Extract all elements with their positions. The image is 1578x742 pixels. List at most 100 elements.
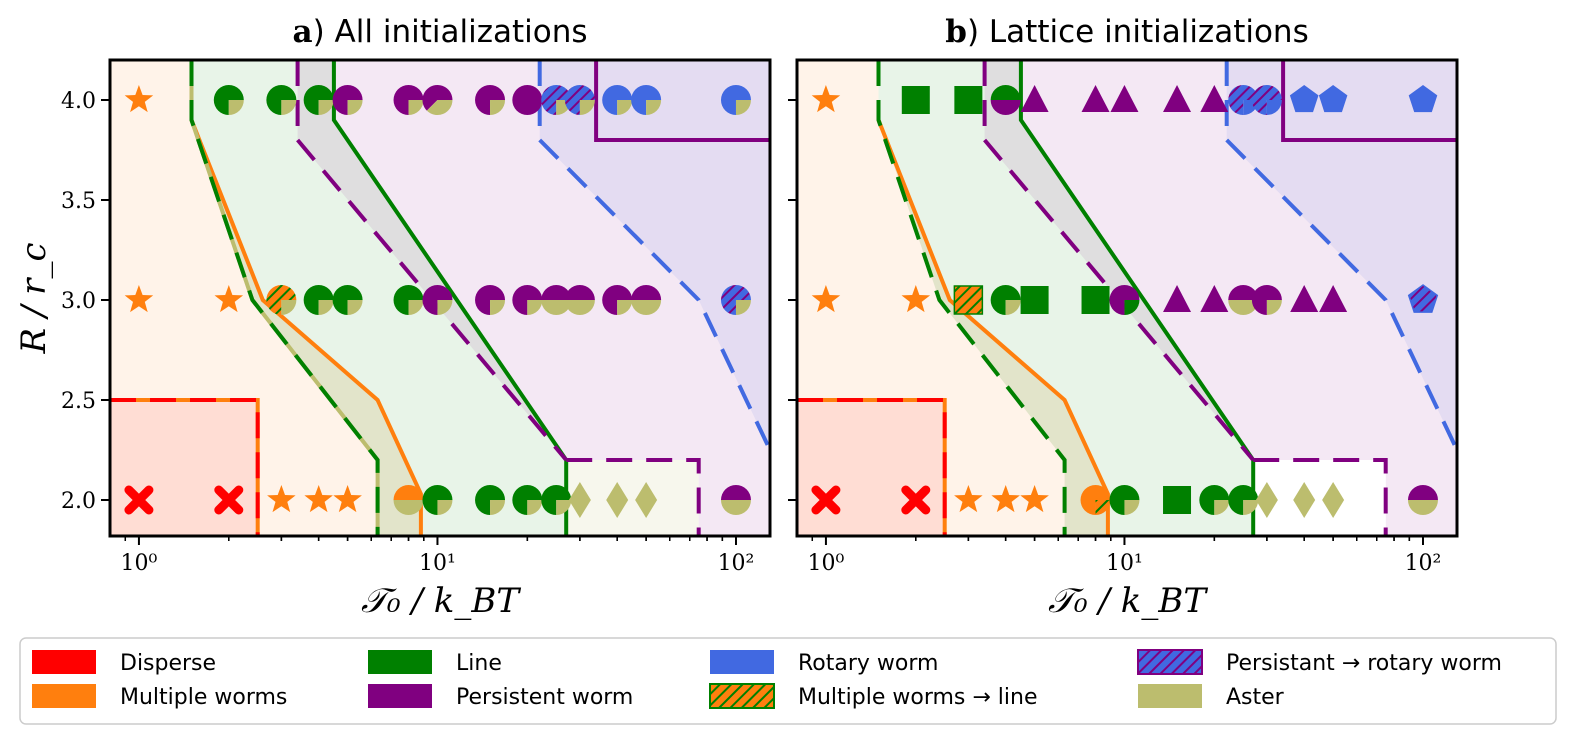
panel-a-point-pie-22-slice-aster	[318, 300, 334, 315]
panel-a-point-pie-34-slice-aster	[437, 500, 453, 515]
panel-a-point-pie-37-slice-aster	[556, 500, 572, 515]
panel-a-point-pie-17	[564, 85, 595, 116]
panel-a-boundary-7	[110, 398, 260, 536]
panel-b-point-diamond-38	[1255, 482, 1278, 518]
legend-swatch	[1138, 684, 1202, 708]
panel-a-point-pie-35-slice-aster	[490, 500, 506, 515]
panel-a-xlabel: 𝒯₀ / k_BT	[361, 581, 521, 621]
panel-b-point-pie-33-slice-multiple-worms-line	[1095, 500, 1111, 515]
panel-a-point-pie-27-slice-aster	[527, 300, 543, 315]
panel-a-point-pie-12	[393, 85, 424, 116]
panel-a-point-pie-33-slice-multiple-worms	[393, 485, 424, 500]
panel-a-point-pie-34	[422, 485, 453, 515]
panel-a-point-pie-10-slice-aster	[318, 100, 334, 116]
legend-entry-persistant-rotary-worm: Persistant → rotary worm	[1137, 649, 1502, 676]
panel-b-markers	[811, 85, 1439, 518]
panel-b-point-star-7	[1020, 485, 1049, 513]
panel-a-ytick-label-4: 4.0	[61, 89, 96, 114]
panel-a-point-diamond-38	[568, 482, 591, 518]
panel-b-point-pie-10-slice-line	[990, 85, 1021, 100]
panel-b-point-pentagon-20	[1408, 85, 1438, 113]
panel-a-point-pie-22	[303, 285, 334, 315]
panel-b-point-diamond-40	[1322, 482, 1345, 518]
panel-a-point-pie-10	[303, 85, 334, 116]
panel-b-point-pie-28-slice-aster	[1228, 300, 1259, 316]
panel-b-point-triangle-30	[1290, 285, 1319, 312]
panel-a-point-pie-30	[602, 285, 633, 315]
legend-label: Multiple worms → line	[798, 685, 1038, 710]
panel-b-point-pie-28-slice-persistent-worm	[1228, 285, 1259, 300]
panel-b-region-aster-5	[1253, 460, 1386, 536]
panel-a-point-pie-18	[602, 85, 633, 116]
legend-swatch	[32, 684, 96, 708]
panel-a-title-text: All initializations	[335, 14, 588, 50]
panel-a-point-pie-36-slice-line	[512, 485, 543, 515]
panel-a-point-pie-15	[512, 85, 543, 115]
panel-a-ytick-label-3: 3.5	[61, 189, 96, 214]
panel-a-point-pie-32-slice-persistant-rotary-worm	[720, 285, 751, 315]
legend-label: Persistent worm	[456, 685, 633, 710]
panel-a-point-star-1	[124, 285, 154, 313]
legend-entry-multiple-worms: Multiple worms	[32, 684, 287, 710]
panel-a-point-pie-14-slice-aster	[490, 100, 506, 116]
legend-label: Aster	[1226, 685, 1285, 710]
panel-a-point-star-5	[267, 485, 296, 513]
panel-b-boundary-6	[1281, 60, 1457, 142]
panel-b-region-aster-1	[878, 60, 1108, 536]
panel-b-point-triangle-27	[1200, 285, 1229, 312]
panel-a-point-pie-28	[541, 285, 572, 316]
legend-entry-multiple-worms-line: Multiple worms → line	[709, 683, 1038, 710]
panel-b-point-square-8	[901, 86, 930, 114]
panel-a-point-diamond-39	[606, 482, 629, 518]
legend-entry-rotary-worm: Rotary worm	[710, 650, 938, 676]
panel-a-point-pie-31	[631, 285, 662, 316]
panel-a-point-pie-33	[393, 485, 424, 516]
legend-entry-disperse: Disperse	[32, 650, 216, 676]
panel-b-boundary-7	[797, 398, 947, 536]
panel-a-point-pie-24	[393, 285, 424, 315]
panel-b-plot-frame	[795, 58, 1459, 538]
panel-a-point-pie-10-slice-line	[303, 85, 334, 116]
panel-a-point-pie-37-slice-line	[541, 485, 572, 515]
panel-b-point-star-0	[811, 85, 841, 113]
panel-a-region-aster-5	[566, 460, 699, 536]
panel-a-xtick-label-1: 10¹	[419, 551, 456, 576]
panel-a-region-line-2	[191, 60, 567, 536]
panel-a-point-pie-20	[720, 85, 751, 116]
panel-b-point-pie-29	[1251, 285, 1282, 315]
panel-a-point-star-2	[214, 285, 244, 313]
legend-swatch	[710, 650, 774, 674]
panel-a-point-pie-17-slice-persistant-rotary-worm	[564, 85, 595, 116]
panel-b-point-pentagon-18	[1289, 85, 1319, 113]
panel-b-point-star-2	[901, 285, 931, 313]
panel-b-point-pie-25-slice-line	[1124, 300, 1140, 315]
panel-b-point-pie-16-slice-persistant-rotary-worm	[1228, 85, 1259, 116]
panel-a-title: a) All initializations	[293, 14, 588, 50]
panel-a-point-pie-41-slice-aster	[720, 500, 751, 516]
panel-a-point-pie-27	[512, 285, 543, 315]
panel-a-point-pie-13-slice-aster	[426, 100, 453, 116]
legend-entry-aster: Aster	[1138, 684, 1285, 710]
panel-a-point-pie-9-slice-aster	[281, 100, 297, 116]
panel-a-point-pie-21-slice-multiple-worms-line	[266, 285, 297, 315]
panel-a-region-disperse-6	[110, 400, 258, 536]
panel-b-point-pie-36-slice-line	[1199, 485, 1230, 515]
panel-b-point-square-21	[953, 285, 984, 315]
panel-b-region-line-2	[878, 60, 1254, 536]
legend-label: Persistant → rotary worm	[1226, 651, 1502, 676]
panel-b-point-pie-10	[990, 85, 1021, 116]
panel-a-point-star-0	[124, 85, 154, 113]
panel-a-point-pie-11	[332, 85, 363, 116]
panel-a-label: a	[293, 14, 313, 50]
panel-a-boundary-6	[594, 60, 770, 142]
panel-a-point-pie-28-slice-persistent-worm	[541, 285, 572, 300]
panel-b-point-triangle-11	[1020, 85, 1049, 112]
panel-a-point-pie-29-slice-persistent-worm	[564, 285, 595, 300]
panel-a-point-pie-20-slice-rotary-worm	[720, 85, 751, 116]
panel-a-markers	[124, 85, 751, 518]
panel-a-point-pie-21-slice-aster	[281, 300, 297, 315]
legend-entry-persistent-worm: Persistent worm	[368, 684, 633, 710]
